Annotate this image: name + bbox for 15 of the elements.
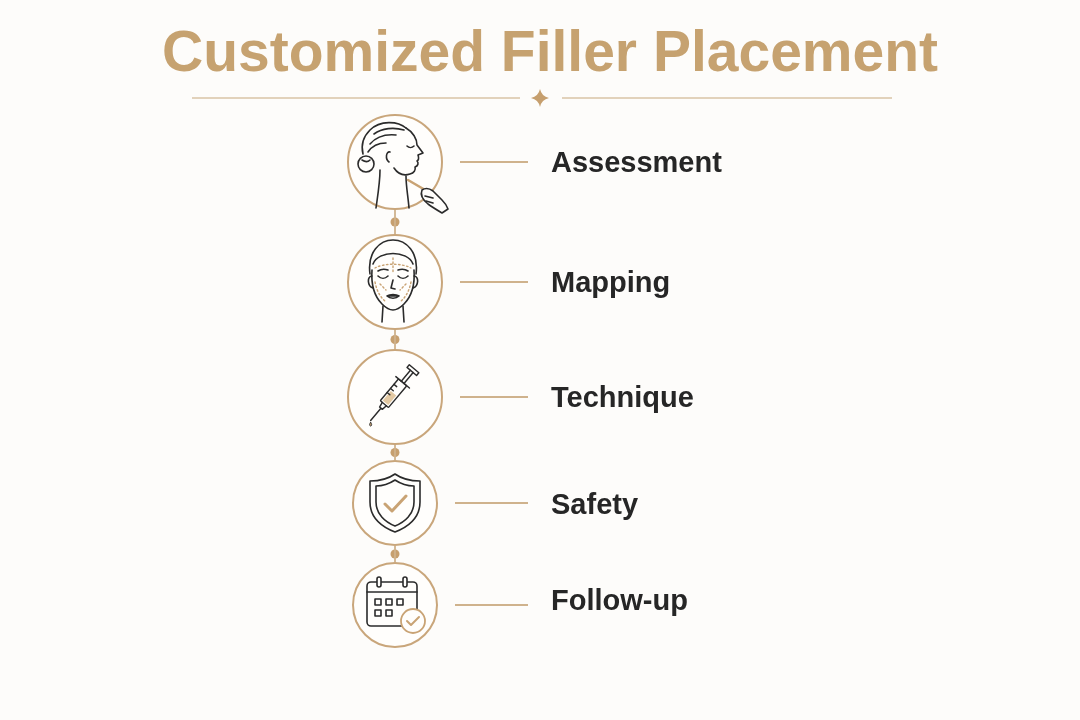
connector-line <box>459 281 529 283</box>
connector-line <box>394 444 396 461</box>
step-label: Safety <box>551 487 639 521</box>
connector-line <box>459 396 529 398</box>
connector-line <box>394 545 396 563</box>
step-label: Mapping <box>551 265 671 299</box>
step-label: Assessment <box>551 145 722 179</box>
connector-line <box>454 502 529 504</box>
connector-line <box>394 209 396 235</box>
connector-line <box>394 329 396 350</box>
step-label: Follow-up <box>551 583 688 617</box>
connector-line <box>459 161 529 163</box>
connector-line <box>454 604 529 606</box>
step-label: Technique <box>551 380 694 414</box>
title: Customized Filler Placement <box>162 18 938 84</box>
